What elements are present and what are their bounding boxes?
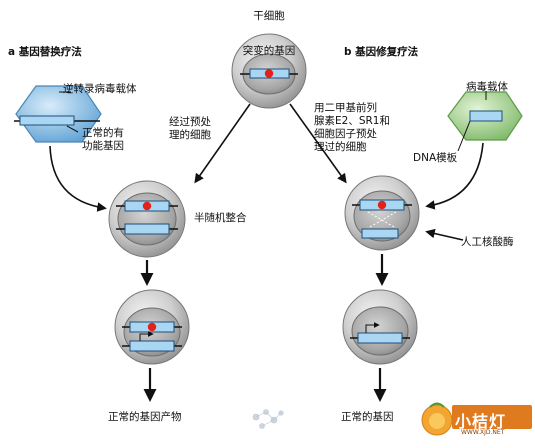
watermark-logo xyxy=(421,402,532,436)
watermark-brand: 小桔灯 xyxy=(455,412,507,431)
cell-a-integration xyxy=(108,180,186,258)
normal-gene-product-label: 正常的基因产物 xyxy=(108,411,182,423)
arrow-to-cell-a xyxy=(194,103,251,184)
normal-functional-gene-label: 正常的有 功能基因 xyxy=(82,127,124,152)
arrow-to-cell-b xyxy=(289,103,347,184)
cell-b-repair xyxy=(344,175,420,251)
arrow-viral-to-cell xyxy=(425,142,484,210)
dual-pretreated-label: 用二甲基前列 腺素E2、SR1和 细胞因子预处 理过的细胞 xyxy=(314,102,390,153)
flow-arrows xyxy=(49,103,484,402)
cell-a-corrected xyxy=(114,289,190,365)
arrow-retroviral-to-cell xyxy=(49,145,107,212)
dna-template-label: DNA模板 xyxy=(413,152,458,164)
normal-gene-label: 正常的基因 xyxy=(341,411,394,423)
panel-a-title: a 基因替换疗法 xyxy=(8,46,82,58)
stem-cell-label: 干细胞 xyxy=(253,10,285,22)
mutation-dot xyxy=(264,69,274,78)
molecule-icon xyxy=(252,409,284,429)
mutant-gene-label: 突变的基因 xyxy=(242,45,296,57)
watermark-url: WWW.XJD.NET xyxy=(461,429,505,436)
semi-random-integration-label: 半随机整合 xyxy=(194,212,247,224)
retroviral-vector-label: 逆转录病毒载体 xyxy=(63,83,137,95)
pretreated-cell-label: 经过预处 理的细胞 xyxy=(169,116,211,141)
viral-vector xyxy=(447,91,523,152)
watermark: 小桔灯 WWW.XJD.NET xyxy=(415,404,533,442)
retroviral-vector xyxy=(14,85,102,143)
cell-b-repaired xyxy=(342,289,418,365)
panel-b-title: b 基因修复疗法 xyxy=(344,46,419,58)
stem-cell xyxy=(231,33,307,109)
artificial-nuclease-label: 人工核酸酶 xyxy=(461,236,514,248)
viral-vector-label: 病毒载体 xyxy=(466,81,508,93)
arrow-nuclease xyxy=(425,228,464,241)
